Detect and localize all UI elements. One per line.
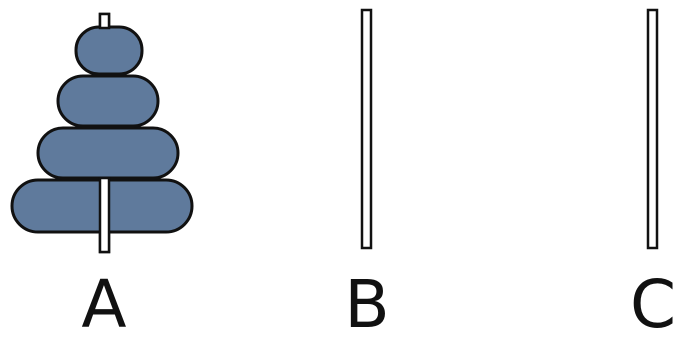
peg-a-rod-front bbox=[98, 176, 111, 254]
peg-label-b: B bbox=[344, 266, 390, 343]
disk-1 bbox=[74, 25, 144, 76]
peg-b-rod bbox=[360, 8, 373, 250]
disk-2 bbox=[56, 74, 160, 128]
peg-label-c: C bbox=[629, 266, 676, 343]
peg-label-a: A bbox=[81, 266, 127, 343]
disk-3 bbox=[36, 126, 180, 180]
peg-a-rod-top bbox=[98, 12, 111, 30]
peg-c-rod bbox=[646, 8, 659, 250]
